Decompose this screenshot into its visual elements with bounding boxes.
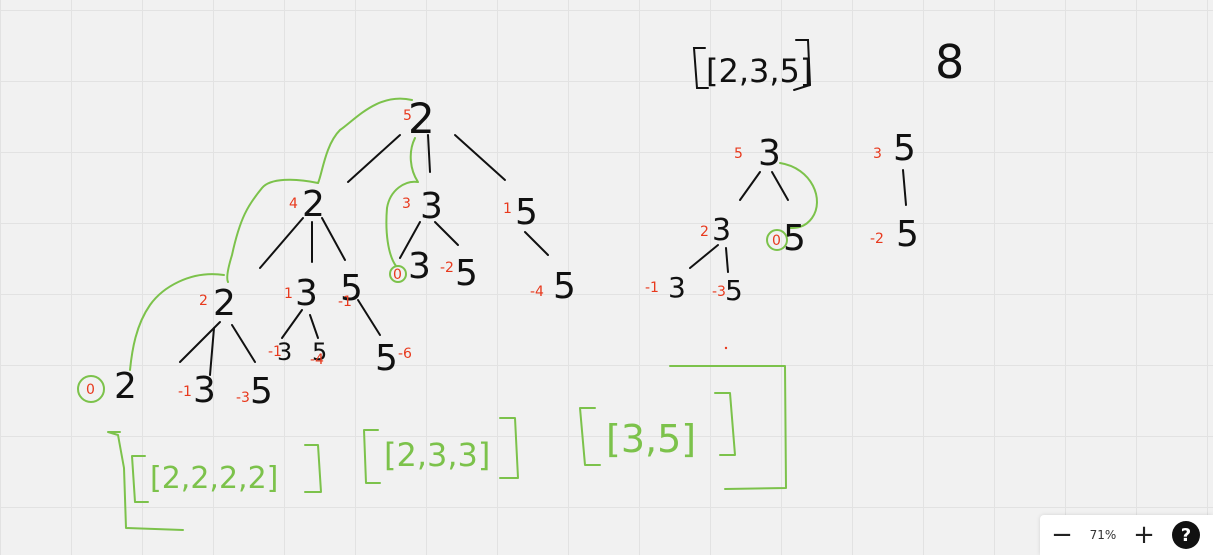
svg-text:5: 5 bbox=[312, 338, 327, 366]
left-tree-level2-node: 5 -1 bbox=[338, 268, 363, 310]
results-bracket bbox=[107, 365, 787, 531]
left-tree-level2-node: 2 2 bbox=[199, 283, 236, 324]
left-tree-level2-node: 5 -2 bbox=[440, 253, 478, 294]
left-tree-level2-node: 5 -4 bbox=[530, 266, 576, 307]
result-combination: [2,2,2,2] bbox=[131, 444, 322, 503]
result-combination: [2,3,3] bbox=[363, 417, 519, 484]
svg-text:1: 1 bbox=[284, 286, 293, 302]
svg-text:[2,2,2,2]: [2,2,2,2] bbox=[150, 461, 278, 496]
left-tree-highlight-path bbox=[129, 97, 419, 371]
right-tree-edges bbox=[689, 171, 789, 273]
svg-text:5: 5 bbox=[403, 108, 412, 124]
left-tree-level3-node: 3 -1 bbox=[178, 370, 216, 411]
svg-text:-4: -4 bbox=[530, 284, 544, 300]
svg-text:5: 5 bbox=[455, 253, 478, 294]
left-tree-level3-node: 5 -6 bbox=[375, 338, 412, 379]
zoom-out-button[interactable]: − bbox=[1051, 520, 1073, 550]
svg-text:5: 5 bbox=[725, 274, 743, 307]
left-tree-level3-node: 2 0 bbox=[77, 366, 137, 407]
svg-text:2: 2 bbox=[199, 293, 208, 309]
svg-text:4: 4 bbox=[289, 196, 298, 212]
svg-text:[3,5]: [3,5] bbox=[606, 417, 696, 461]
svg-text:2: 2 bbox=[302, 184, 325, 225]
svg-text:-6: -6 bbox=[398, 346, 412, 362]
svg-text:5: 5 bbox=[896, 214, 919, 255]
svg-text:0: 0 bbox=[772, 233, 781, 249]
left-tree-root: 2 5 bbox=[403, 94, 435, 143]
svg-text:-2: -2 bbox=[440, 260, 454, 276]
far-right-chain: 5 3 5 -2 bbox=[870, 128, 919, 255]
svg-text:3: 3 bbox=[873, 146, 882, 162]
right-tree-root: 3 5 bbox=[734, 133, 781, 174]
svg-text:-4: -4 bbox=[310, 352, 324, 368]
zero-marker-circle bbox=[389, 265, 407, 283]
svg-text:0: 0 bbox=[393, 267, 402, 283]
left-tree-level3-node: 5 -3 bbox=[236, 371, 273, 412]
svg-text:1: 1 bbox=[503, 201, 512, 217]
svg-text:5: 5 bbox=[553, 266, 576, 307]
svg-text:-3: -3 bbox=[712, 284, 726, 300]
svg-text:2: 2 bbox=[114, 366, 137, 407]
svg-text:3: 3 bbox=[758, 133, 781, 174]
right-tree-node: 3 2 bbox=[700, 213, 731, 248]
right-tree-highlight-path bbox=[779, 162, 818, 229]
target-number: 8 bbox=[935, 35, 964, 89]
svg-text:3: 3 bbox=[712, 213, 731, 248]
left-tree-level1-node: 5 1 bbox=[503, 192, 538, 233]
zoom-in-button[interactable]: + bbox=[1133, 520, 1155, 550]
right-tree-node: 5 0 bbox=[766, 218, 806, 259]
zero-marker-circle bbox=[77, 375, 105, 403]
svg-text:5: 5 bbox=[515, 192, 538, 233]
svg-text:3: 3 bbox=[420, 186, 443, 227]
svg-text:2: 2 bbox=[700, 224, 709, 240]
svg-text:-1: -1 bbox=[178, 384, 192, 400]
svg-text:[2,3,5]: [2,3,5] bbox=[706, 52, 812, 90]
svg-text:0: 0 bbox=[86, 382, 95, 398]
svg-text:8: 8 bbox=[935, 35, 964, 89]
svg-text:5: 5 bbox=[734, 146, 743, 162]
right-tree-leaf: 3 -1 bbox=[645, 271, 686, 304]
svg-text:2: 2 bbox=[408, 94, 435, 143]
svg-text:-1: -1 bbox=[645, 280, 659, 296]
svg-text:3: 3 bbox=[408, 246, 431, 287]
result-combination: [3,5] bbox=[579, 392, 736, 466]
left-tree-level2-node: 3 0 bbox=[389, 246, 431, 287]
svg-text:5: 5 bbox=[783, 218, 806, 259]
svg-text:-2: -2 bbox=[870, 231, 884, 247]
zero-marker-circle bbox=[766, 229, 788, 251]
zoom-controls: − 71% + ? bbox=[1040, 515, 1213, 555]
svg-text:-1: -1 bbox=[338, 294, 352, 310]
left-tree-level3-node: 5 -4 bbox=[310, 338, 327, 368]
left-tree-level1-node: 2 4 bbox=[289, 184, 325, 225]
svg-text:5: 5 bbox=[340, 268, 363, 309]
left-tree-edges bbox=[179, 134, 549, 376]
left-tree-level1-node: 3 3 bbox=[402, 186, 443, 227]
svg-text:3: 3 bbox=[295, 273, 318, 314]
left-tree-level3-node: 3 -1 bbox=[268, 338, 292, 366]
svg-text:3: 3 bbox=[402, 196, 411, 212]
svg-text:3: 3 bbox=[193, 370, 216, 411]
help-button[interactable]: ? bbox=[1172, 521, 1200, 549]
svg-text:3: 3 bbox=[668, 271, 686, 304]
zoom-level: 71% bbox=[1089, 528, 1117, 542]
svg-text:5: 5 bbox=[893, 128, 916, 169]
svg-text:5: 5 bbox=[250, 371, 273, 412]
stray-dot bbox=[724, 346, 728, 350]
svg-text:[2,3,3]: [2,3,3] bbox=[384, 436, 490, 474]
left-tree-level2-node: 3 1 bbox=[284, 273, 318, 314]
svg-text:-1: -1 bbox=[268, 344, 282, 360]
svg-text:2: 2 bbox=[213, 283, 236, 324]
candidates-array: [2,3,5] bbox=[692, 39, 812, 91]
svg-text:-3: -3 bbox=[236, 390, 250, 406]
svg-text:3: 3 bbox=[277, 338, 292, 366]
right-tree-leaf: 5 -3 bbox=[712, 274, 743, 307]
svg-text:5: 5 bbox=[375, 338, 398, 379]
